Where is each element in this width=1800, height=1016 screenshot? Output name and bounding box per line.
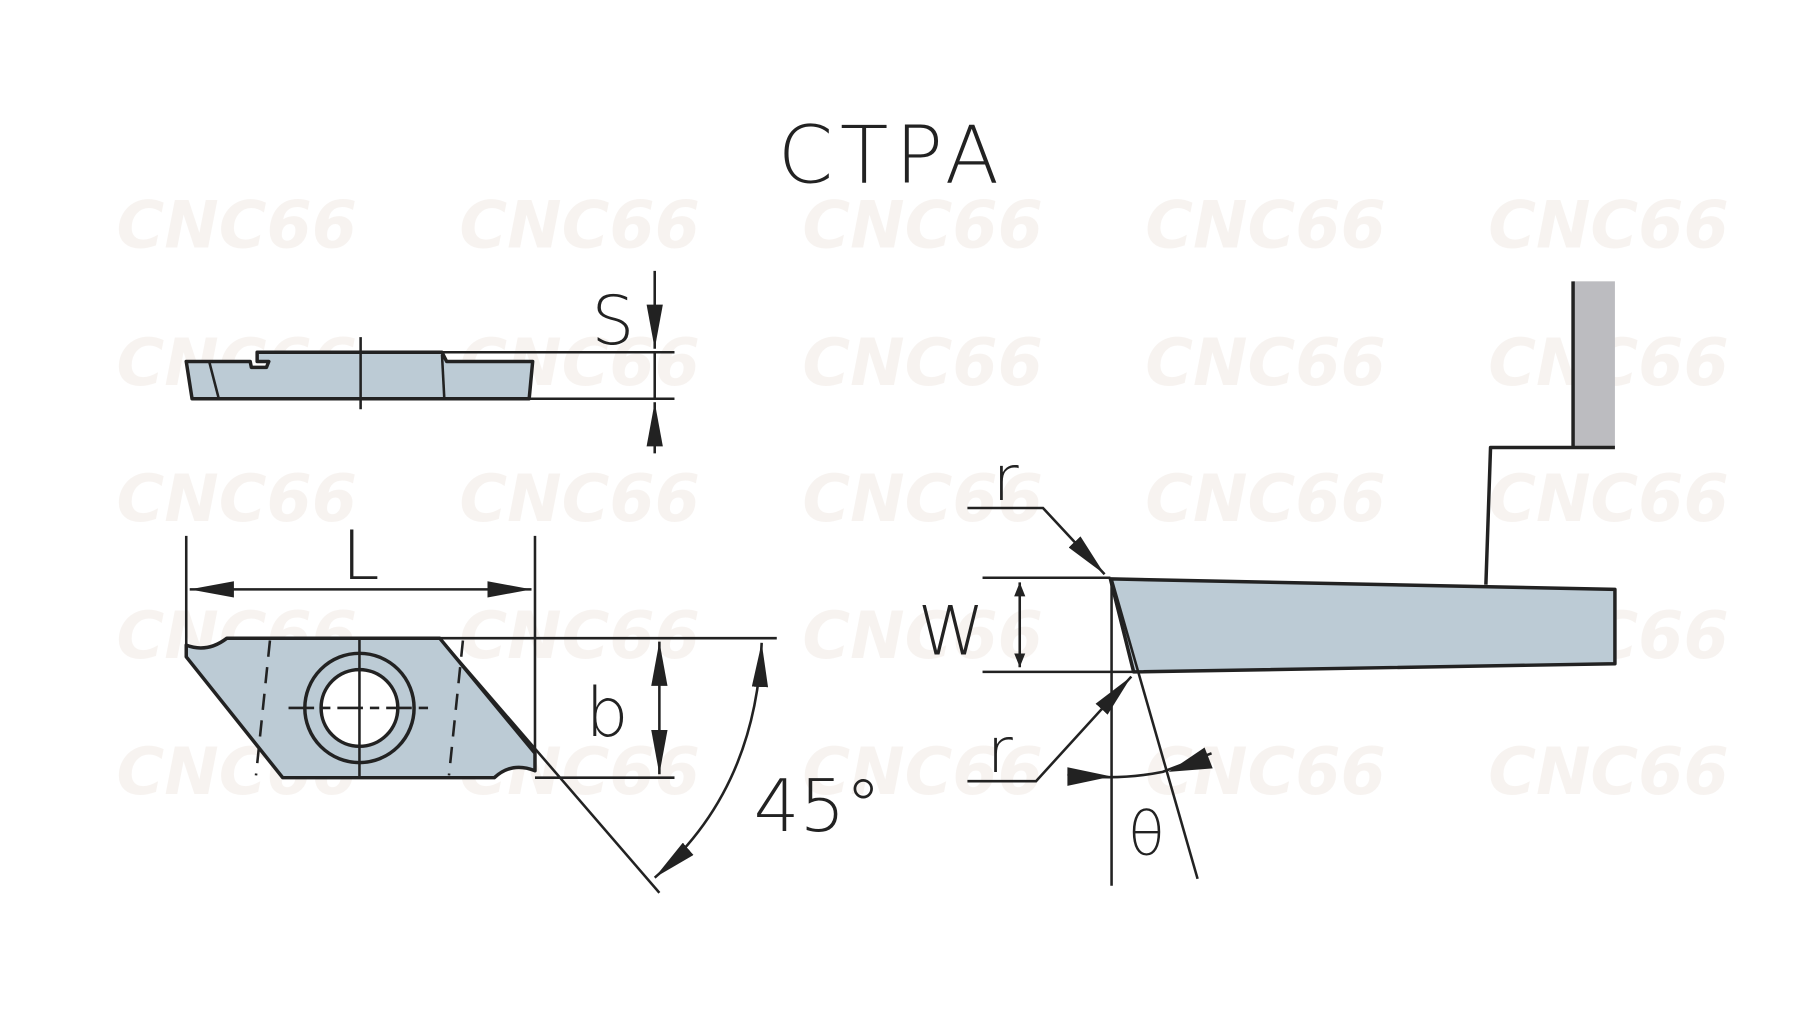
page-title: CTPA [778,110,1006,202]
insert-side-view: S [184,270,675,454]
dimension-label-w: W [918,591,985,670]
watermark-text: CNC66 [459,462,700,537]
watermark-text: CNC66 [1145,326,1386,401]
angle-label-theta: θ [1128,799,1165,869]
watermark-text: CNC66 [802,189,1043,264]
watermark-text: CNC66 [1145,189,1386,264]
radius-label-bottom: r [987,714,1013,787]
dimension-label-l: L [342,516,380,595]
watermark-text: CNC66 [1488,462,1729,537]
watermark-text: CNC66 [1145,462,1386,537]
watermark-text: CNC66 [802,599,1043,674]
watermark-text: CNC66 [459,189,700,264]
watermark-text: CNC66 [1488,189,1729,264]
watermark-text: CNC66 [116,462,357,537]
dimension-label-s: S [591,281,634,360]
watermark-text: CNC66 [802,462,1043,537]
watermark-text: CNC66 [1488,735,1729,810]
watermark-text: CNC66 [116,189,357,264]
insert-in-holder-view: W r r θ [918,281,1617,886]
insert-top-view: L b 45° [184,516,882,894]
watermark-text: CNC66 [802,735,1043,810]
watermark-text: CNC66 [1145,735,1386,810]
dimension-label-b: b [586,673,629,752]
angle-label-45: 45° [754,764,882,848]
watermark-text: CNC66 [459,599,700,674]
radius-label-top: r [993,442,1019,515]
watermark-text: CNC66 [802,326,1043,401]
holder-block [1573,281,1615,448]
